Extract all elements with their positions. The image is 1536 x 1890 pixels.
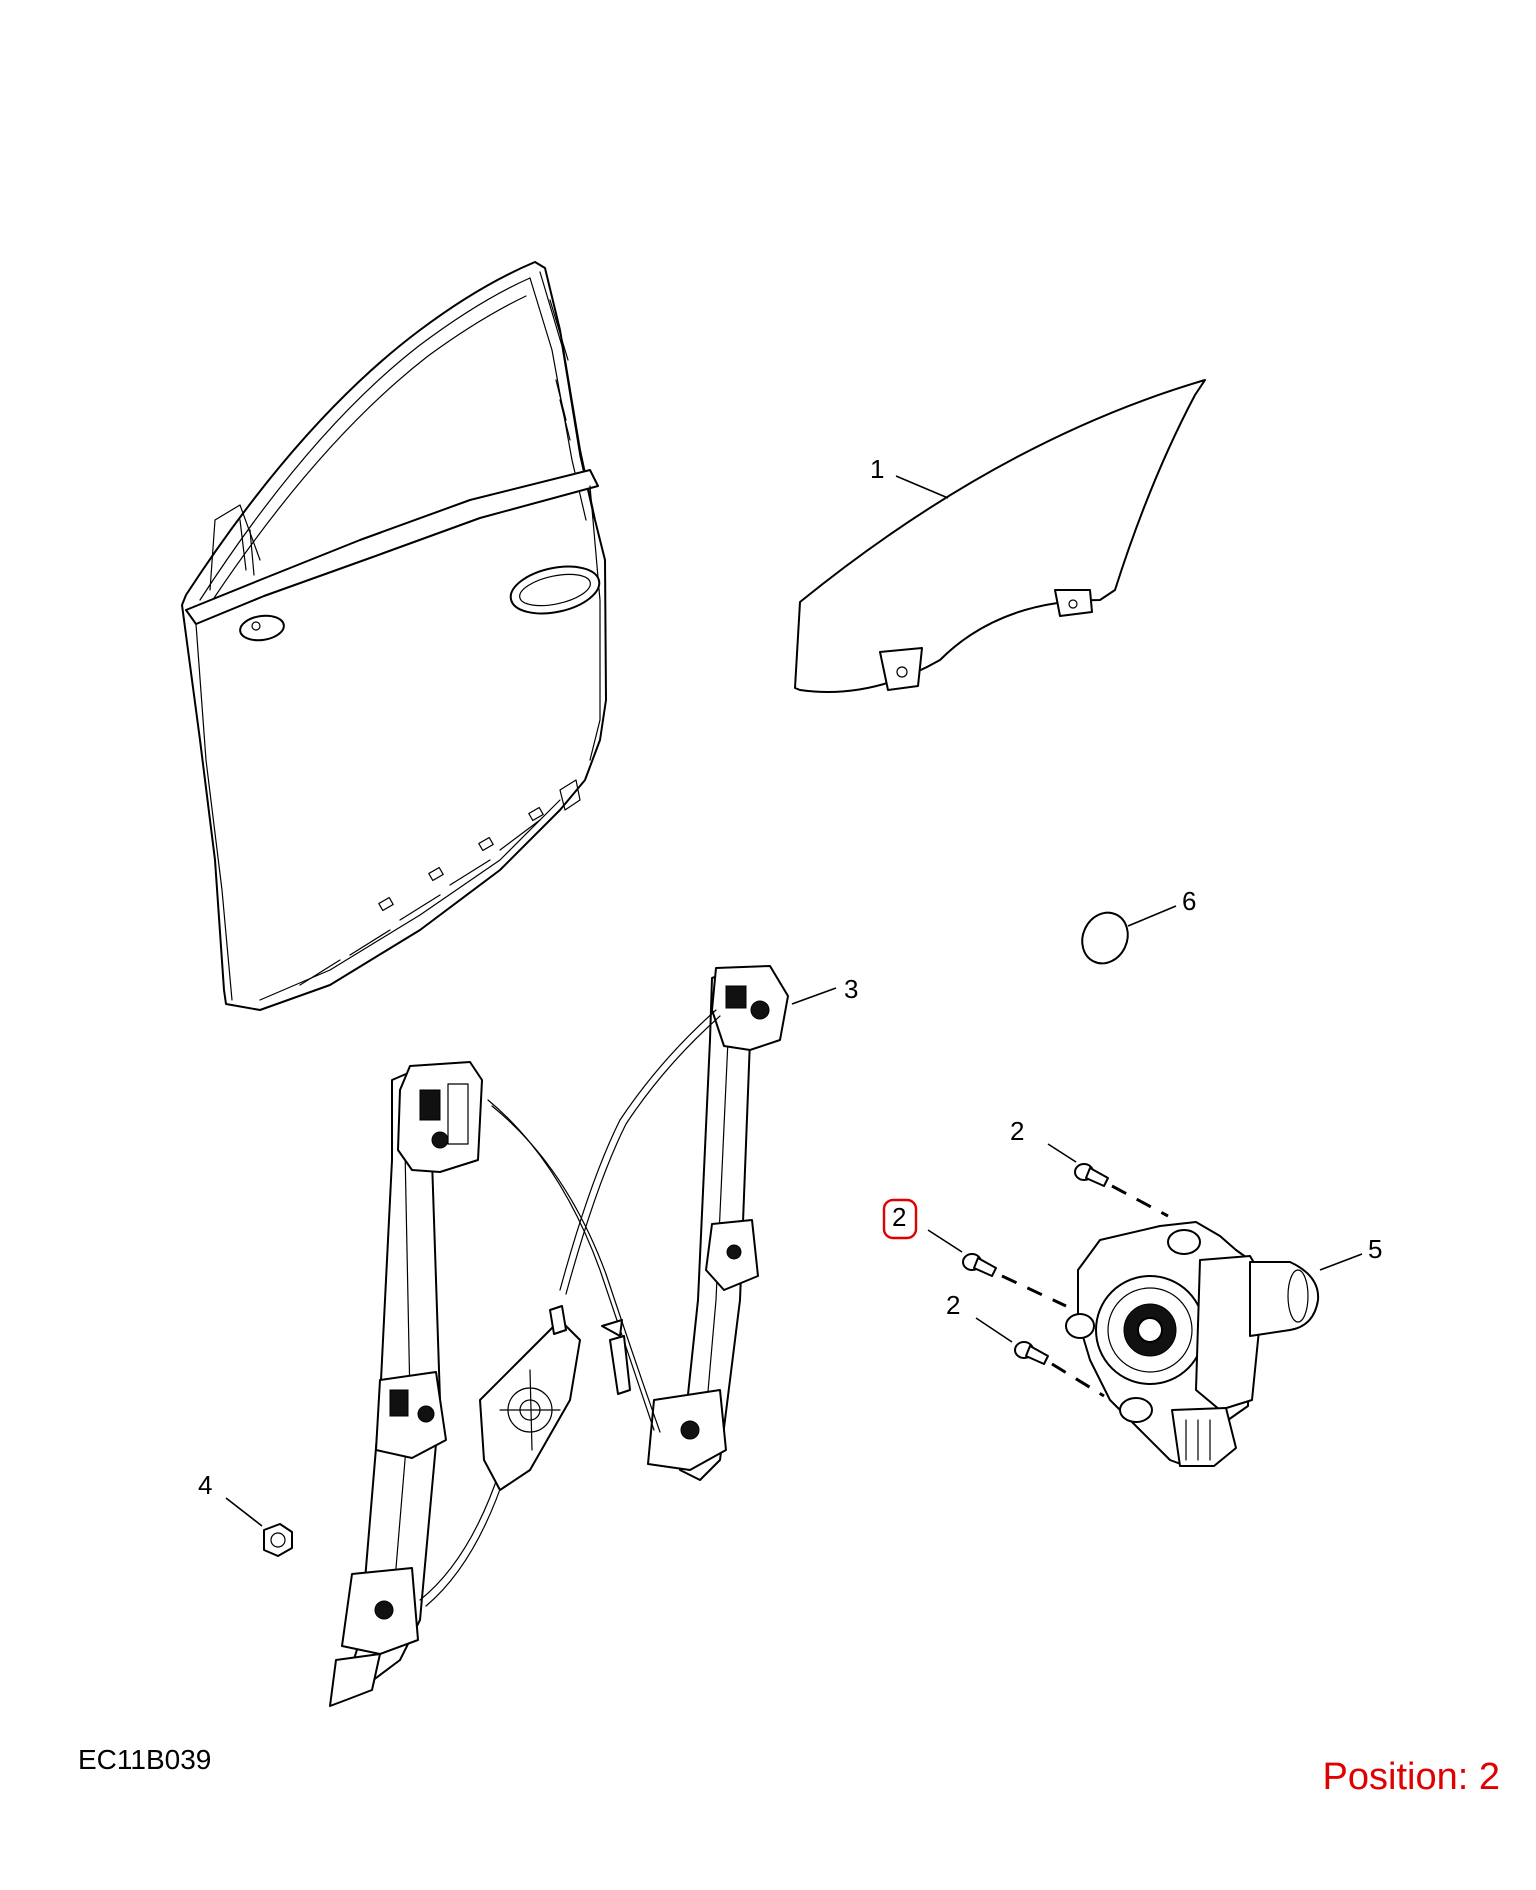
callout-3: 3 xyxy=(844,974,858,1004)
callout-2-upper: 2 xyxy=(1010,1116,1024,1146)
leader-nut xyxy=(225,1497,263,1527)
bolt-upper xyxy=(1074,1163,1169,1218)
diagram-code: EC11B039 xyxy=(78,1744,212,1775)
callout-1: 1 xyxy=(870,454,884,484)
leader-bolt-lower xyxy=(975,1317,1013,1343)
leader-regulator xyxy=(791,987,837,1005)
leader-glass xyxy=(895,475,949,499)
leader-motor xyxy=(1319,1253,1363,1271)
callout-4: 4 xyxy=(198,1470,212,1500)
door-shell xyxy=(181,261,607,1011)
position-label: Position: 2 xyxy=(1322,1756,1500,1798)
window-regulator xyxy=(329,965,789,1707)
access-hole-plug xyxy=(1081,911,1129,965)
bolt-middle xyxy=(962,1253,1067,1308)
bolt-lower xyxy=(1014,1341,1105,1398)
callout-2-middle: 2 xyxy=(892,1202,906,1232)
window-glass xyxy=(794,379,1206,693)
selected-callout-highlight xyxy=(882,1198,918,1240)
nut xyxy=(263,1523,293,1557)
callout-6: 6 xyxy=(1182,886,1196,916)
leader-plug xyxy=(1127,905,1177,927)
window-motor xyxy=(1065,1221,1320,1467)
leader-bolt-upper xyxy=(1047,1143,1077,1163)
callout-5: 5 xyxy=(1368,1234,1382,1264)
callout-2-lower: 2 xyxy=(946,1290,960,1320)
leader-bolt-middle xyxy=(927,1229,963,1253)
